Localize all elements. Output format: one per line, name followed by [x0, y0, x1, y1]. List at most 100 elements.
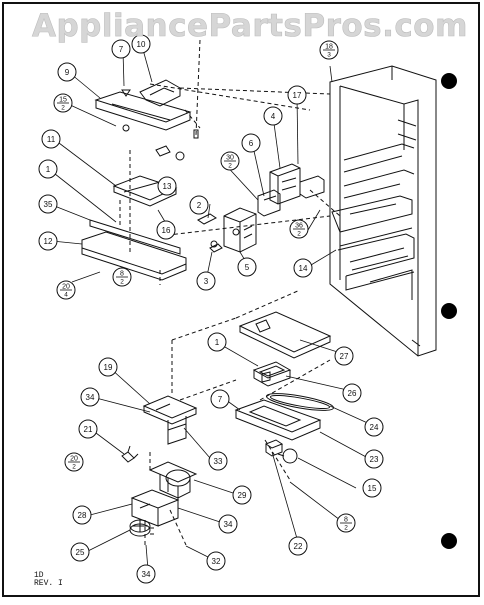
callout-bubble	[157, 176, 177, 196]
callout-22: 27	[334, 346, 354, 366]
callout-21: 1	[207, 332, 227, 352]
callout-bubble	[80, 387, 100, 407]
callout-number: 36	[295, 223, 303, 230]
callout-3: 152	[53, 93, 73, 113]
callout-bubble	[218, 514, 238, 534]
callout-12: 17	[287, 85, 307, 105]
callout-number: 10	[137, 40, 146, 49]
callout-number: 14	[299, 264, 308, 273]
callout-quantity: 3	[327, 52, 331, 59]
callout-bubble	[241, 133, 261, 153]
callout-1: 7	[111, 39, 131, 59]
callout-bubble	[136, 564, 156, 584]
callout-number: 8	[344, 517, 348, 524]
callout-quantity: 2	[120, 279, 124, 286]
callout-11: 183	[319, 40, 339, 60]
callout-17: 362	[289, 219, 309, 239]
callout-33: 202	[64, 452, 84, 472]
callout-quantity: 2	[61, 105, 65, 112]
callout-4: 11	[41, 129, 61, 149]
callout-bubble	[98, 357, 118, 377]
callout-bubble	[208, 451, 228, 471]
callout-number: 20	[62, 284, 70, 291]
callout-bubble	[334, 346, 354, 366]
callout-quantity: 2	[228, 163, 232, 170]
callout-23: 26	[342, 383, 362, 403]
callout-32: 21	[78, 419, 98, 439]
callout-number: 3	[204, 277, 209, 286]
callout-bubble	[196, 271, 216, 291]
callout-number: 9	[65, 68, 70, 77]
callout-5: 13	[157, 176, 177, 196]
callout-quantity: 4	[64, 292, 68, 299]
callout-number: 27	[340, 352, 349, 361]
callout-number: 24	[370, 423, 379, 432]
callout-bubble	[293, 258, 313, 278]
callout-26: 23	[364, 449, 384, 469]
callout-number: 30	[226, 155, 234, 162]
callout-number: 17	[293, 91, 302, 100]
callout-6: 1	[38, 159, 58, 179]
callout-number: 4	[271, 112, 276, 121]
callout-bubble	[232, 485, 252, 505]
callout-bubble	[111, 39, 131, 59]
callout-2: 9	[57, 62, 77, 82]
callout-24: 7	[210, 389, 230, 409]
registration-dot-middle	[441, 303, 457, 319]
callout-7: 35	[38, 194, 58, 214]
callout-0: 10	[131, 34, 151, 54]
callout-9: 12	[38, 231, 58, 251]
callout-39: 32	[206, 551, 226, 571]
revision-footer: 1D REV. I	[34, 572, 63, 588]
callout-25: 24	[364, 417, 384, 437]
callout-number: 1	[215, 338, 220, 347]
callout-bubble	[38, 159, 58, 179]
callout-bubble	[364, 449, 384, 469]
callout-number: 12	[44, 237, 53, 246]
callout-number: 7	[119, 45, 124, 54]
callout-bubble	[364, 417, 384, 437]
callout-number: 15	[368, 484, 377, 493]
callout-number: 23	[370, 455, 379, 464]
callout-bubble	[362, 478, 382, 498]
callout-bubble	[342, 383, 362, 403]
callout-quantity: 2	[72, 464, 76, 471]
callout-41: 82	[112, 267, 132, 287]
callout-31: 34	[80, 387, 100, 407]
callout-28: 22	[288, 536, 308, 556]
callout-14: 6	[241, 133, 261, 153]
callout-bubble	[210, 389, 230, 409]
callout-bubble	[72, 505, 92, 525]
callout-19: 5	[237, 257, 257, 277]
callout-29: 82	[336, 513, 356, 533]
callout-number: 20	[70, 456, 78, 463]
callout-number: 33	[214, 457, 223, 466]
watermark-text: AppliancePartsPros.com	[32, 8, 468, 45]
callout-quantity: 2	[297, 231, 301, 238]
callout-number: 34	[86, 393, 95, 402]
page-border	[2, 2, 480, 597]
callout-number: 6	[249, 139, 254, 148]
callout-number: 5	[245, 263, 250, 272]
callout-number: 25	[76, 548, 85, 557]
registration-dot-bottom	[441, 533, 457, 549]
callout-20: 3	[196, 271, 216, 291]
callout-number: 15	[59, 97, 67, 104]
callout-number: 13	[163, 182, 172, 191]
callout-18: 14	[293, 258, 313, 278]
callout-bubble	[57, 62, 77, 82]
callout-number: 18	[325, 44, 333, 51]
callout-number: 32	[212, 557, 221, 566]
drawing-linework	[81, 39, 437, 546]
leader-lines	[49, 45, 373, 571]
callout-34: 33	[208, 451, 228, 471]
callout-number: 28	[78, 511, 87, 520]
callout-bubble	[156, 220, 176, 240]
callout-36: 28	[72, 505, 92, 525]
callout-number: 35	[44, 200, 53, 209]
callout-bubble	[70, 542, 90, 562]
callout-30: 19	[98, 357, 118, 377]
callout-15: 302	[220, 151, 240, 171]
